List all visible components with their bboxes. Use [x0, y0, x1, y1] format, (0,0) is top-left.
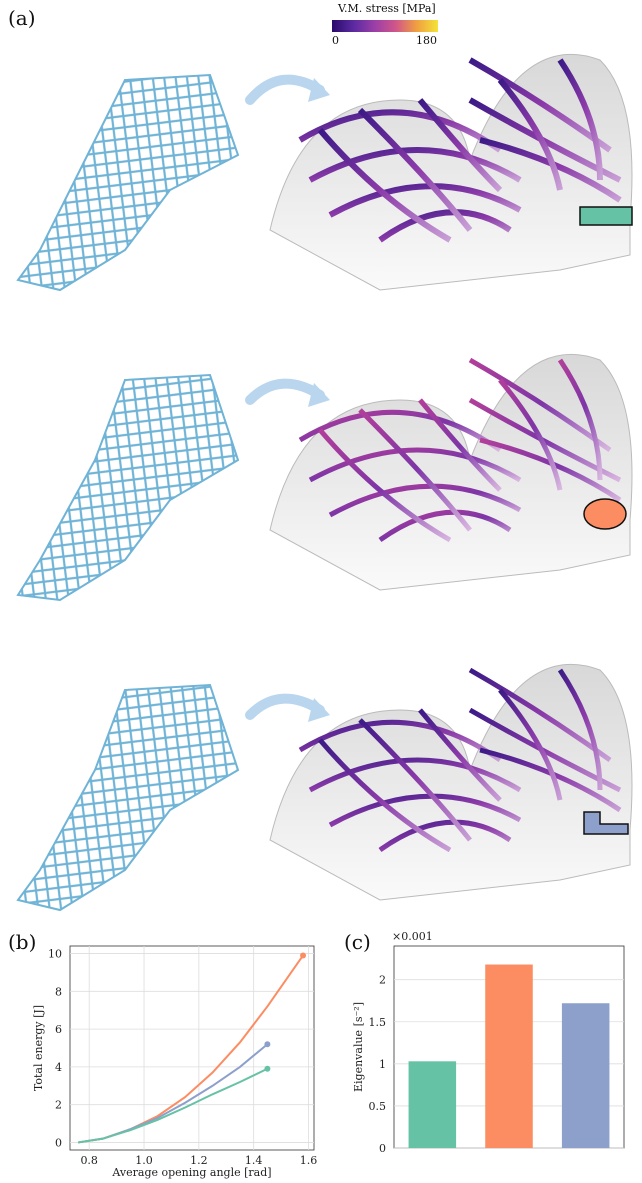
y-tick-label: 0: [379, 1142, 386, 1155]
y-axis-label: Eigenvalue [s⁻²]: [352, 1002, 365, 1092]
plot-area: [69, 945, 315, 1151]
panel-b-label: (b): [8, 930, 37, 954]
colorbar-min-label: 0: [332, 34, 339, 47]
x-tick-label: 1.0: [135, 1154, 153, 1167]
series-end-point-0: [300, 952, 307, 959]
panel-a-label: (a): [8, 6, 36, 30]
colorbar-gradient: [332, 20, 438, 32]
flat-gridshell-1: [16, 73, 240, 292]
y-tick-label: 1.5: [369, 1016, 387, 1029]
y-tick-label: 10: [48, 948, 62, 961]
cross-section-l-shape: [583, 811, 629, 835]
y-tick-labels: 0 2 4 6 8 10: [48, 948, 62, 1150]
energy-line-chart: 0.8 1.0 1.2 1.4 1.6 0 2 4 6 8 10 Average opening …: [32, 945, 317, 1179]
y-tick-label: 1: [379, 1058, 386, 1071]
bar-1: [485, 964, 533, 1148]
y-tick-label: 0.5: [369, 1100, 387, 1113]
y-tick-label: 2: [379, 974, 386, 987]
flat-gridshell-3: [16, 683, 240, 912]
series-line-2: [78, 1067, 268, 1144]
colorbar-max-label: 180: [416, 34, 437, 47]
deploy-arrow-2: [245, 378, 325, 405]
x-tick-label: 0.8: [80, 1154, 98, 1167]
cross-section-rectangle: [579, 206, 633, 226]
grid-lines: [70, 946, 314, 1150]
x-tick-labels: 0.8 1.0 1.2 1.4 1.6: [80, 1154, 317, 1167]
panel-a-illustration: [16, 53, 633, 912]
y-tick-label: 4: [55, 1061, 62, 1074]
y-tick-label: 0: [55, 1136, 62, 1149]
series-end-point-2: [264, 1065, 271, 1072]
flat-gridshell-2: [16, 373, 240, 602]
y-tick-labels: 0 0.5 1 1.5 2: [369, 974, 387, 1155]
deploy-arrow-3: [245, 693, 325, 720]
deployed-gridshell-1: [269, 53, 633, 291]
bar-2: [561, 1003, 610, 1148]
deployed-gridshell-3: [269, 663, 633, 901]
deployed-gridshell-2: [269, 353, 633, 591]
y-tick-label: 8: [55, 985, 62, 998]
y-tick-label: 6: [55, 1023, 62, 1036]
bars: [408, 964, 610, 1148]
y-scale-note: ×0.001: [392, 930, 433, 943]
x-tick-label: 1.4: [245, 1154, 263, 1167]
bar-0: [408, 1061, 457, 1148]
series-lines: [78, 952, 307, 1144]
eigenvalue-bar-chart: ×0.001 0 0.5 1 1.5 2 Eigenvalue [s⁻²]: [352, 930, 625, 1155]
y-tick-label: 2: [55, 1099, 62, 1112]
colorbar-title: V.M. stress [MPa]: [338, 2, 436, 15]
x-tick-label: 1.2: [190, 1154, 208, 1167]
panel-c-label: (c): [344, 930, 371, 954]
x-tick-label: 1.6: [300, 1154, 318, 1167]
series-end-point-1: [264, 1041, 271, 1048]
x-axis-label: Average opening angle [rad]: [111, 1166, 271, 1179]
cross-section-ellipse: [583, 498, 627, 530]
y-axis-label: Total energy [J]: [32, 1005, 45, 1091]
